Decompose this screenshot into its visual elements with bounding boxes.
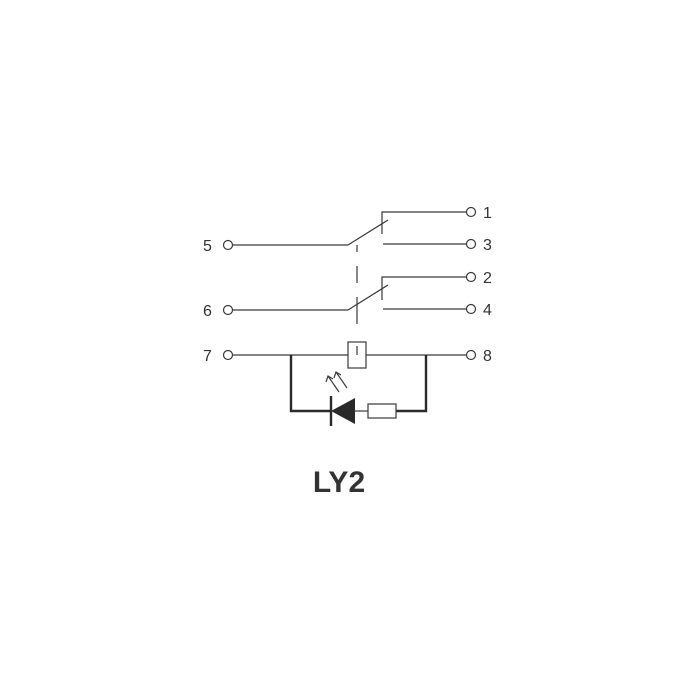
label-terminal-1: 1: [483, 205, 492, 222]
switch-blade-upper: [347, 219, 389, 246]
terminal-3: [465, 238, 477, 250]
label-terminal-6: 6: [203, 303, 212, 320]
contact-set-upper: [233, 211, 466, 252]
label-terminal-5: 5: [203, 238, 212, 255]
led-diode-icon: [331, 398, 355, 424]
switch-blade-lower: [347, 284, 389, 311]
light-arrows-icon: [325, 371, 348, 393]
coil-circuit: [233, 341, 466, 426]
terminals: [222, 206, 477, 361]
led-branch-wire-right: [396, 355, 428, 413]
diagram-title: LY2: [313, 466, 365, 499]
terminal-6: [222, 304, 234, 316]
terminal-7: [222, 349, 234, 361]
terminal-5: [222, 239, 234, 251]
resistor-icon: [367, 403, 397, 419]
terminal-1: [465, 206, 477, 218]
terminal-8: [465, 349, 477, 361]
contact-set-lower: [233, 276, 466, 324]
wire-terminal-1: [381, 211, 466, 234]
terminal-2: [465, 271, 477, 283]
wire-terminal-2: [381, 276, 466, 300]
terminal-labels: 5 6 7 1 3 2 4 8: [203, 205, 492, 365]
led-branch-wire: [289, 355, 331, 413]
label-terminal-7: 7: [203, 348, 212, 365]
label-terminal-8: 8: [483, 348, 492, 365]
label-terminal-3: 3: [483, 237, 492, 254]
label-terminal-2: 2: [483, 270, 492, 287]
terminal-4: [465, 303, 477, 315]
label-terminal-4: 4: [483, 302, 492, 319]
